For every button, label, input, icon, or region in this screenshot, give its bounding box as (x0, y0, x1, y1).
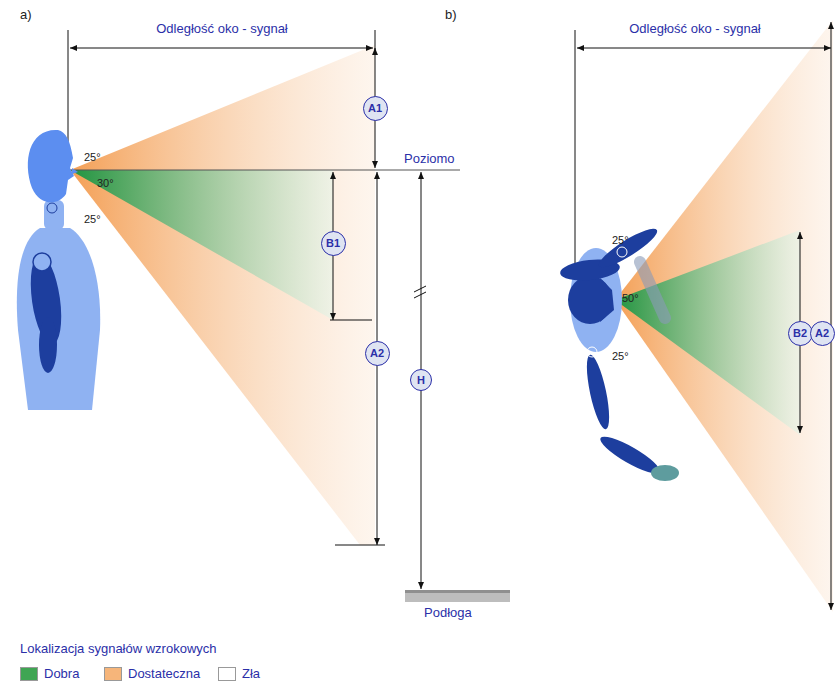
callout-text: A2 (815, 327, 829, 339)
callout-number: A2 (810, 321, 835, 346)
legend-text: Dostateczna (128, 666, 200, 681)
dimension-title: Odległość oko - sygnał (156, 22, 288, 37)
angle-label: 50° (622, 292, 639, 305)
angle-label: 25° (612, 350, 629, 363)
legend-entry: Dostateczna (104, 666, 200, 681)
callout-number: H (410, 369, 432, 391)
angle-label: 25° (84, 151, 101, 164)
angle-label: 25° (612, 234, 629, 247)
callout-number: A2 (365, 341, 390, 366)
angle-label: 30° (97, 177, 114, 190)
angle-label: 25° (84, 213, 101, 226)
callout-text: A2 (370, 347, 384, 359)
callout-text: A1 (368, 102, 382, 114)
legend-entry: Dobra (20, 666, 79, 681)
callout-text: H (417, 374, 425, 386)
legend-swatch (104, 667, 122, 681)
legend-text: Dobra (44, 666, 79, 681)
legend-text: Zła (242, 666, 260, 681)
dimension-title: Odległość oko - sygnał (629, 22, 761, 37)
legend-swatch (20, 667, 38, 681)
callout-text: B1 (326, 237, 340, 249)
legend-swatch (218, 667, 236, 681)
panel-letter: b) (445, 8, 457, 23)
legend-entry: Zła (218, 666, 260, 681)
callout-number: A1 (363, 96, 388, 121)
reference-label: Poziomo (404, 152, 455, 167)
callout-number: B1 (321, 231, 346, 256)
callout-text: B2 (793, 327, 807, 339)
legend-title: Lokalizacja sygnałów wzrokowych (20, 642, 217, 657)
panel-letter: a) (20, 8, 32, 23)
callout-number: B2 (788, 321, 813, 346)
reference-label: Podłoga (424, 606, 472, 621)
